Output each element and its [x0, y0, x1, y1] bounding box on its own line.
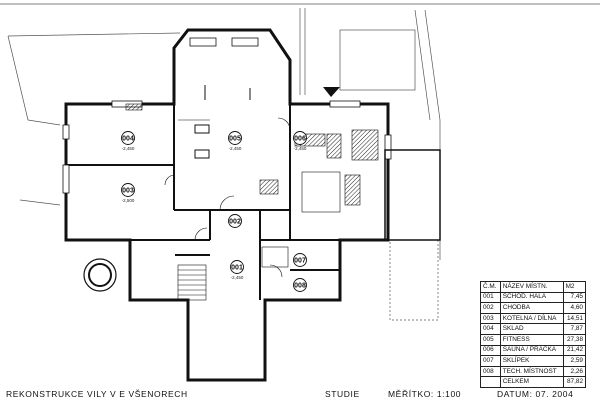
room-tag-circle [230, 260, 244, 274]
room-level: -2,500 [122, 198, 135, 203]
room-level: -2,450 [231, 275, 244, 280]
legend-cell-cm: 007 [480, 355, 501, 367]
room-tag-003: 003 -2,500 [121, 183, 135, 203]
room-tag-002: 002 [228, 214, 242, 228]
legend-cell-cm: 004 [480, 323, 501, 335]
round-planter [83, 258, 117, 292]
room-number: 007 [294, 257, 306, 264]
legend-cell-m2: 2,26 [562, 365, 587, 378]
room-number: 003 [122, 187, 134, 194]
legend-cell-name: CELKEM [499, 376, 564, 388]
room-level: -2,450 [229, 146, 242, 151]
room-tag-008: 008 [293, 278, 307, 292]
room-tag-001: 001 -2,450 [230, 260, 244, 280]
room-number: 006 [294, 135, 306, 142]
legend-cell-cm: 002 [480, 302, 501, 314]
room-tag-circle [293, 253, 307, 267]
stage-label: STUDIE [325, 389, 360, 399]
legend-cell-m2: 87,82 [562, 376, 587, 388]
room-tags: 004 -2,450 005 -2,450 006 -2,450 003 -2,500 002 0… [121, 131, 307, 292]
legend-cell-name: FITNESS [499, 333, 564, 346]
inner-walls [66, 104, 340, 300]
legend-cell-cm: 006 [480, 344, 501, 357]
legend-cell-m2: 7,87 [562, 323, 587, 335]
room-level: -2,450 [294, 146, 307, 151]
legend-header-name: NÁZEV MÍSTN. [499, 281, 564, 293]
legend-cell-cm: 001 [480, 291, 501, 304]
legend-cell-name: CHODBA [499, 302, 564, 314]
room-number: 001 [231, 264, 243, 271]
legend-header: Č.M. NÁZEV MÍSTN. M2 [480, 281, 587, 293]
room-tag-006: 006 -2,450 [293, 131, 307, 151]
room-tag-circle [293, 278, 307, 292]
room-level: -2,450 [122, 146, 135, 151]
legend-cell-cm [480, 376, 501, 388]
fitness-equipment [194, 85, 251, 159]
legend-cell-cm: 005 [480, 333, 501, 346]
legend-cell-cm: 008 [480, 365, 501, 378]
legend-cell-m2: 4,60 [562, 302, 587, 314]
legend-cell-m2: 7,45 [562, 291, 587, 304]
legend-cell-m2: 21,42 [562, 344, 587, 357]
legend-cell-m2: 14,51 [562, 312, 587, 325]
date-label: DATUM: 07. 2004 [497, 389, 574, 399]
room-tag-005: 005 -2,450 [228, 131, 242, 151]
legend-cell-m2: 27,38 [562, 333, 587, 346]
door-swings [164, 117, 291, 278]
entrance-arrow-icon [323, 87, 340, 97]
room-tag-circle [121, 131, 135, 145]
scale-label: MĚŘÍTKO: 1:100 [388, 389, 462, 399]
stairs [177, 119, 210, 301]
legend-cell-name: KOTELNA / DÍLNA [499, 312, 564, 325]
legend-header-m2: M2 [562, 281, 587, 293]
legend-cell-name: TECH. MÍSTNOST [499, 365, 564, 378]
legend-header-cm: Č.M. [480, 281, 501, 293]
room-tag-007: 007 [293, 253, 307, 267]
legend-cell-cm: 003 [480, 312, 501, 325]
legend-cell-name: SAUNA / PRAČKA [499, 344, 564, 357]
room-number: 005 [229, 135, 241, 142]
room-number: 002 [229, 218, 241, 225]
room-tag-circle [121, 183, 135, 197]
room-number: 004 [122, 135, 134, 142]
legend-cell-name: SCHOD. HALA [499, 291, 564, 304]
room-tag-circle [293, 131, 307, 145]
room-number: 008 [294, 282, 306, 289]
room-tag-004: 004 -2,450 [121, 131, 135, 151]
legend-cell-name: SKLÍPEK [499, 355, 564, 367]
legend-cell-name: SKLAD [499, 323, 564, 335]
windows [62, 37, 392, 194]
room-tag-circle [228, 131, 242, 145]
legend-cell-m2: 2,59 [562, 355, 587, 367]
room-tag-circle [228, 214, 242, 228]
project-title: REKONSTRUKCE VILY V E VŠENORECH [6, 389, 188, 399]
